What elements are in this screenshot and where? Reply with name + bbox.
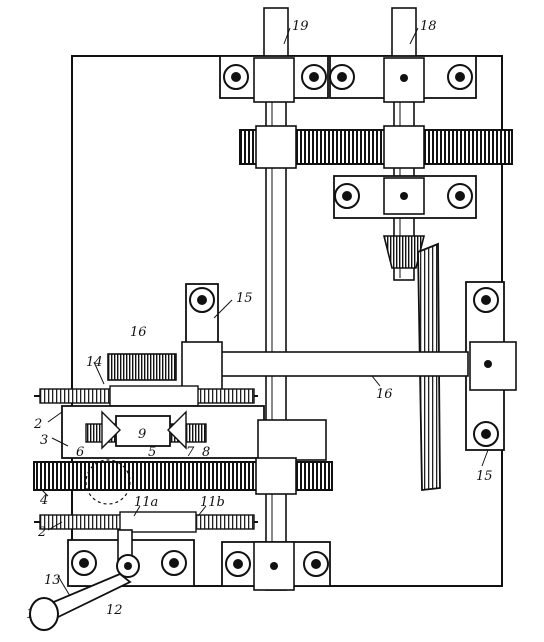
horizontal-shaft-16	[185, 351, 469, 377]
middle-bearing-18	[333, 175, 477, 219]
label-2-lower: 2	[37, 525, 46, 540]
label-18: 18	[420, 19, 437, 34]
crank-handle	[29, 529, 140, 631]
lower-spring-rod	[34, 511, 258, 533]
label-15-right: 15	[476, 469, 493, 484]
label-7: 7	[186, 445, 195, 460]
label-5: 5	[148, 445, 156, 460]
top-bearing-19	[219, 55, 329, 103]
upper-spring-rod	[34, 385, 258, 407]
label-16-right: 16	[376, 387, 393, 402]
leader-lines	[39, 27, 489, 597]
label-19: 19	[292, 19, 309, 34]
label-4: 4	[39, 493, 48, 508]
label-16-left: 16	[130, 325, 147, 340]
label-15-left: 15	[236, 291, 253, 306]
right-bearing-15	[465, 281, 517, 451]
shaft-end-19	[263, 7, 289, 59]
lower-gear	[33, 457, 333, 495]
callout-labels: 19 18 15 16 14 16 15 2 3 6 9 5 7 8 4 11a…	[26, 19, 493, 622]
hidden-circle	[85, 459, 131, 505]
label-11b: 11b	[200, 495, 225, 510]
upper-gear	[239, 125, 513, 169]
label-14: 14	[86, 355, 103, 370]
label-11a: 11a	[134, 495, 158, 510]
label-2-upper: 2	[33, 417, 42, 432]
clutch-block	[85, 410, 207, 450]
label-8: 8	[202, 445, 210, 460]
label-9: 9	[138, 427, 146, 442]
bottom-right-bearing	[221, 541, 331, 591]
shaft-end-18	[391, 7, 417, 59]
right-housing	[257, 419, 327, 461]
label-12: 12	[106, 603, 123, 618]
label-6: 6	[76, 445, 84, 460]
top-bearing-18	[329, 55, 477, 103]
label-1: 1	[26, 607, 34, 622]
label-3: 3	[40, 433, 48, 448]
left-bearing-15	[181, 283, 223, 391]
small-gear-16	[107, 353, 177, 381]
bevel-pinion	[382, 235, 426, 269]
label-13: 13	[44, 573, 61, 588]
